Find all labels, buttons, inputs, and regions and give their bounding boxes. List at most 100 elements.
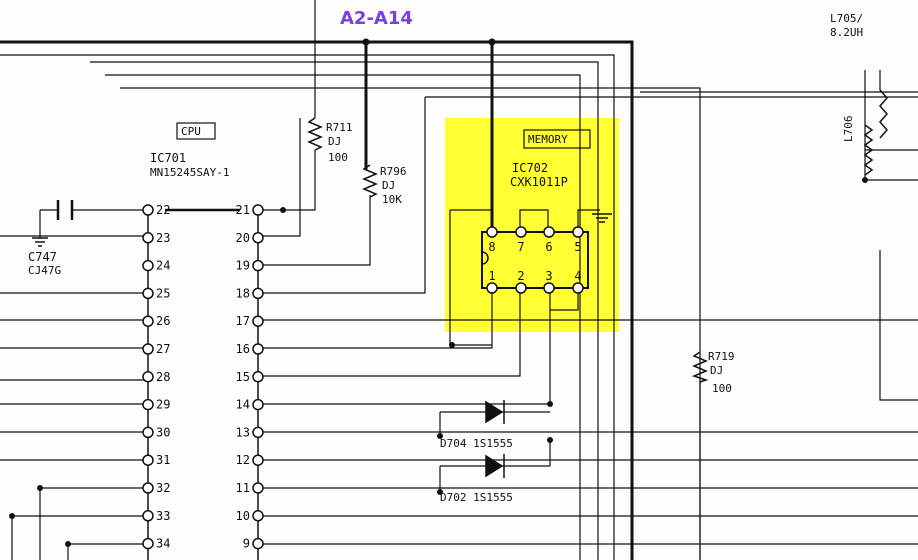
memory-highlight — [445, 118, 619, 332]
cpu-ref: IC701 — [150, 151, 186, 165]
r796-type: DJ — [382, 179, 395, 192]
pin-number: 22 — [156, 203, 170, 217]
pin-circle — [543, 282, 555, 294]
pin-circle — [252, 371, 264, 383]
d702-diode-symbol — [485, 454, 504, 478]
c747-value: CJ47G — [28, 264, 61, 277]
r711-type: DJ — [328, 135, 341, 148]
pin-circle — [252, 426, 264, 439]
pin-circle — [252, 510, 264, 522]
pin-number: 28 — [156, 370, 170, 384]
pin-circle — [252, 454, 264, 466]
pin-circle — [252, 315, 264, 327]
r719-symbol — [691, 351, 709, 383]
memory-top-pins: 8 7 6 5 — [486, 226, 584, 254]
pin-number: 32 — [156, 481, 170, 495]
pin-circle — [515, 282, 527, 294]
pin-number: 26 — [156, 314, 170, 328]
l705-coil — [879, 89, 888, 139]
pin-circle — [515, 226, 527, 238]
pin-number: 14 — [236, 398, 250, 412]
pin-number: 19 — [236, 259, 250, 273]
pin-number: 15 — [236, 370, 250, 384]
pin-circle — [142, 232, 154, 244]
l706-coil — [863, 124, 874, 176]
pin-circle — [142, 315, 154, 327]
pin-number: 4 — [574, 269, 581, 283]
pin-number: 31 — [156, 453, 170, 467]
pin-circle — [252, 259, 264, 272]
pin-circle — [252, 537, 264, 550]
pin-number: 2 — [517, 269, 524, 283]
pin-number: 9 — [243, 537, 250, 551]
l706-ref: L706 — [842, 116, 855, 143]
pin-number: 11 — [236, 481, 250, 495]
memory-bottom-pins: 1 2 3 4 — [486, 269, 584, 294]
pin-number: 8 — [488, 240, 495, 254]
pin-circle — [142, 454, 154, 466]
memory-ic-body — [481, 231, 589, 289]
bus-annotation: A2-A14 — [340, 8, 413, 29]
r711-ref: R711 — [326, 121, 353, 134]
pin-number: 13 — [236, 425, 250, 439]
r711-value: 100 — [328, 151, 348, 164]
cpu-part: MN15245SAY-1 — [150, 166, 229, 179]
pin-circle — [543, 226, 555, 238]
main-bus-line — [0, 40, 634, 560]
pin-circle — [142, 204, 154, 216]
pin-circle — [142, 510, 154, 522]
pin-number: 7 — [517, 240, 524, 254]
d702-label: D702 1S1555 — [440, 491, 513, 504]
pin-number: 1 — [488, 269, 495, 283]
pin-circle — [252, 232, 264, 244]
pin-circle — [252, 204, 264, 216]
memory-box-label: MEMORY — [528, 133, 568, 146]
pin-number: 5 — [574, 240, 581, 254]
r711-symbol — [307, 117, 323, 151]
pin-circle — [142, 259, 154, 272]
pin-number: 17 — [236, 314, 250, 328]
pin-number: 20 — [236, 231, 250, 245]
l705-value: 8.2UH — [830, 26, 863, 39]
pin-circle — [142, 398, 154, 411]
pin-circle — [252, 398, 264, 411]
r796-value: 10K — [382, 193, 402, 206]
pin-number: 21 — [236, 203, 250, 217]
r719-type: DJ — [710, 364, 723, 377]
pin-number: 27 — [156, 342, 170, 356]
pin-number: 3 — [545, 269, 552, 283]
pin-circle — [142, 371, 154, 383]
pin-number: 29 — [156, 398, 170, 412]
pin-circle — [252, 482, 264, 494]
pin-circle — [252, 343, 264, 355]
ground-icon — [32, 213, 612, 247]
pin-circle — [142, 537, 154, 550]
pin-number: 23 — [156, 231, 170, 245]
r796-symbol — [362, 164, 378, 198]
pin-circle — [252, 287, 264, 300]
pin-circle — [572, 226, 584, 238]
r719-value: 100 — [712, 382, 732, 395]
memory-part: CXK1011P — [510, 175, 568, 189]
pin-number: 34 — [156, 537, 170, 551]
pin-number: 33 — [156, 509, 170, 523]
d704-diode-symbol — [485, 400, 504, 424]
memory-ref: IC702 — [512, 161, 548, 175]
pin-circle — [142, 343, 154, 355]
pin-number: 30 — [156, 425, 170, 439]
d704-label: D704 1S1555 — [440, 437, 513, 450]
pin-circle — [142, 426, 154, 439]
l705-ref: L705/ — [830, 12, 863, 25]
c747-ref: C747 — [28, 250, 57, 264]
pin-number: 16 — [236, 342, 250, 356]
pin-circle — [142, 287, 154, 300]
pin-number: 10 — [236, 509, 250, 523]
cpu-box-label: CPU — [181, 125, 201, 138]
pin-number: 6 — [545, 240, 552, 254]
junction-dots — [9, 38, 868, 547]
